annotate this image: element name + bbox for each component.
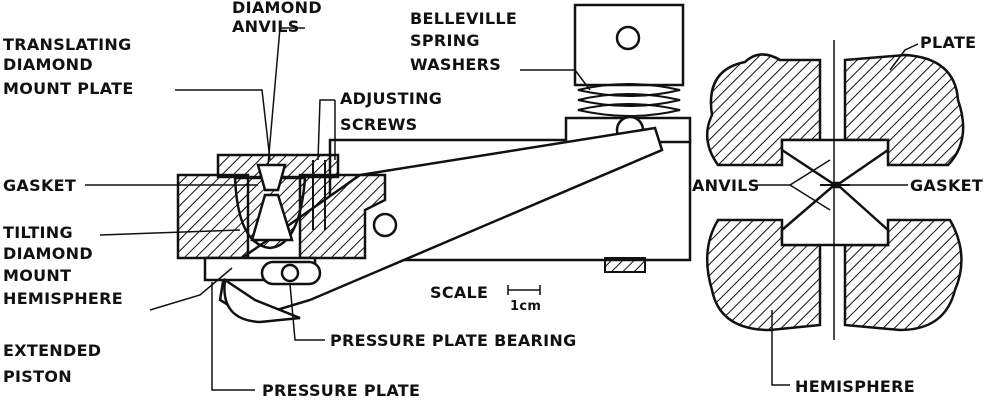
label-extended-piston-2: PISTON <box>3 367 72 386</box>
bottom-block <box>604 257 646 273</box>
label-tilting-mount-1: TILTING <box>3 223 73 242</box>
label-diamond-anvils-1: DIAMOND <box>232 0 322 17</box>
label-belleville-1: BELLEVILLE <box>410 9 517 28</box>
plate-bottom-right <box>843 218 963 332</box>
anvil-detail <box>705 40 965 340</box>
plate-top-left <box>705 53 822 167</box>
label-extended-piston-1: EXTENDED <box>3 341 101 360</box>
top-block-hole <box>615 25 641 51</box>
diamond-anvil-top <box>256 163 287 192</box>
label-diamond-anvils-2: ANVILS <box>232 17 300 36</box>
belleville-spring-washers <box>577 83 681 117</box>
label-translating-mount: TRANSLATING DIAMOND MOUNT PLATE <box>3 35 137 98</box>
label-pressure-plate: PRESSURE PLATE <box>262 381 420 400</box>
label-tilting-mount-2: DIAMOND <box>3 244 93 263</box>
labels: DIAMOND ANVILS TRANSLATING DIAMOND MOUNT… <box>3 0 983 400</box>
label-adjusting-screws-2: SCREWS <box>340 115 418 134</box>
detail-anvil-top <box>780 138 890 185</box>
label-extended-piston: EXTENDED PISTON <box>3 341 107 386</box>
plate-bottom-left <box>706 218 822 332</box>
cell-assembly <box>176 3 692 324</box>
label-anvils: ANVILS <box>692 176 760 195</box>
scale-bar <box>507 285 541 295</box>
label-belleville-3: WASHERS <box>410 55 501 74</box>
label-hemisphere: HEMISPHERE <box>795 377 915 396</box>
label-translating-mount-3: MOUNT PLATE <box>3 79 134 98</box>
label-adjusting-screws: ADJUSTING SCREWS <box>340 89 448 134</box>
label-diamond-anvils: DIAMOND ANVILS <box>232 0 328 36</box>
label-gasket-right: GASKET <box>910 176 983 195</box>
label-adjusting-screws-1: ADJUSTING <box>340 89 442 108</box>
plate-top-right <box>843 53 965 167</box>
label-plate: PLATE <box>920 33 976 52</box>
label-scale: SCALE <box>430 283 488 302</box>
extended-piston <box>223 277 301 324</box>
label-scale-unit: 1cm <box>510 299 541 314</box>
label-tilting-mount-4: HEMISPHERE <box>3 289 123 308</box>
label-belleville: BELLEVILLE SPRING WASHERS <box>410 9 523 74</box>
diamond-anvil-bottom <box>250 193 294 242</box>
label-tilting-mount-3: MOUNT <box>3 266 71 285</box>
label-belleville-2: SPRING <box>410 31 480 50</box>
leader-lines <box>85 27 919 391</box>
label-tilting-mount: TILTING DIAMOND MOUNT HEMISPHERE <box>3 223 123 308</box>
bearing-center <box>280 263 300 283</box>
label-gasket-left: GASKET <box>3 176 76 195</box>
lever-pivot-hole <box>372 212 398 238</box>
label-translating-mount-2: DIAMOND <box>3 55 93 74</box>
label-translating-mount-1: TRANSLATING <box>3 35 132 54</box>
label-pressure-plate-bearing: PRESSURE PLATE BEARING <box>330 331 577 350</box>
detail-anvil-bottom <box>780 185 890 247</box>
